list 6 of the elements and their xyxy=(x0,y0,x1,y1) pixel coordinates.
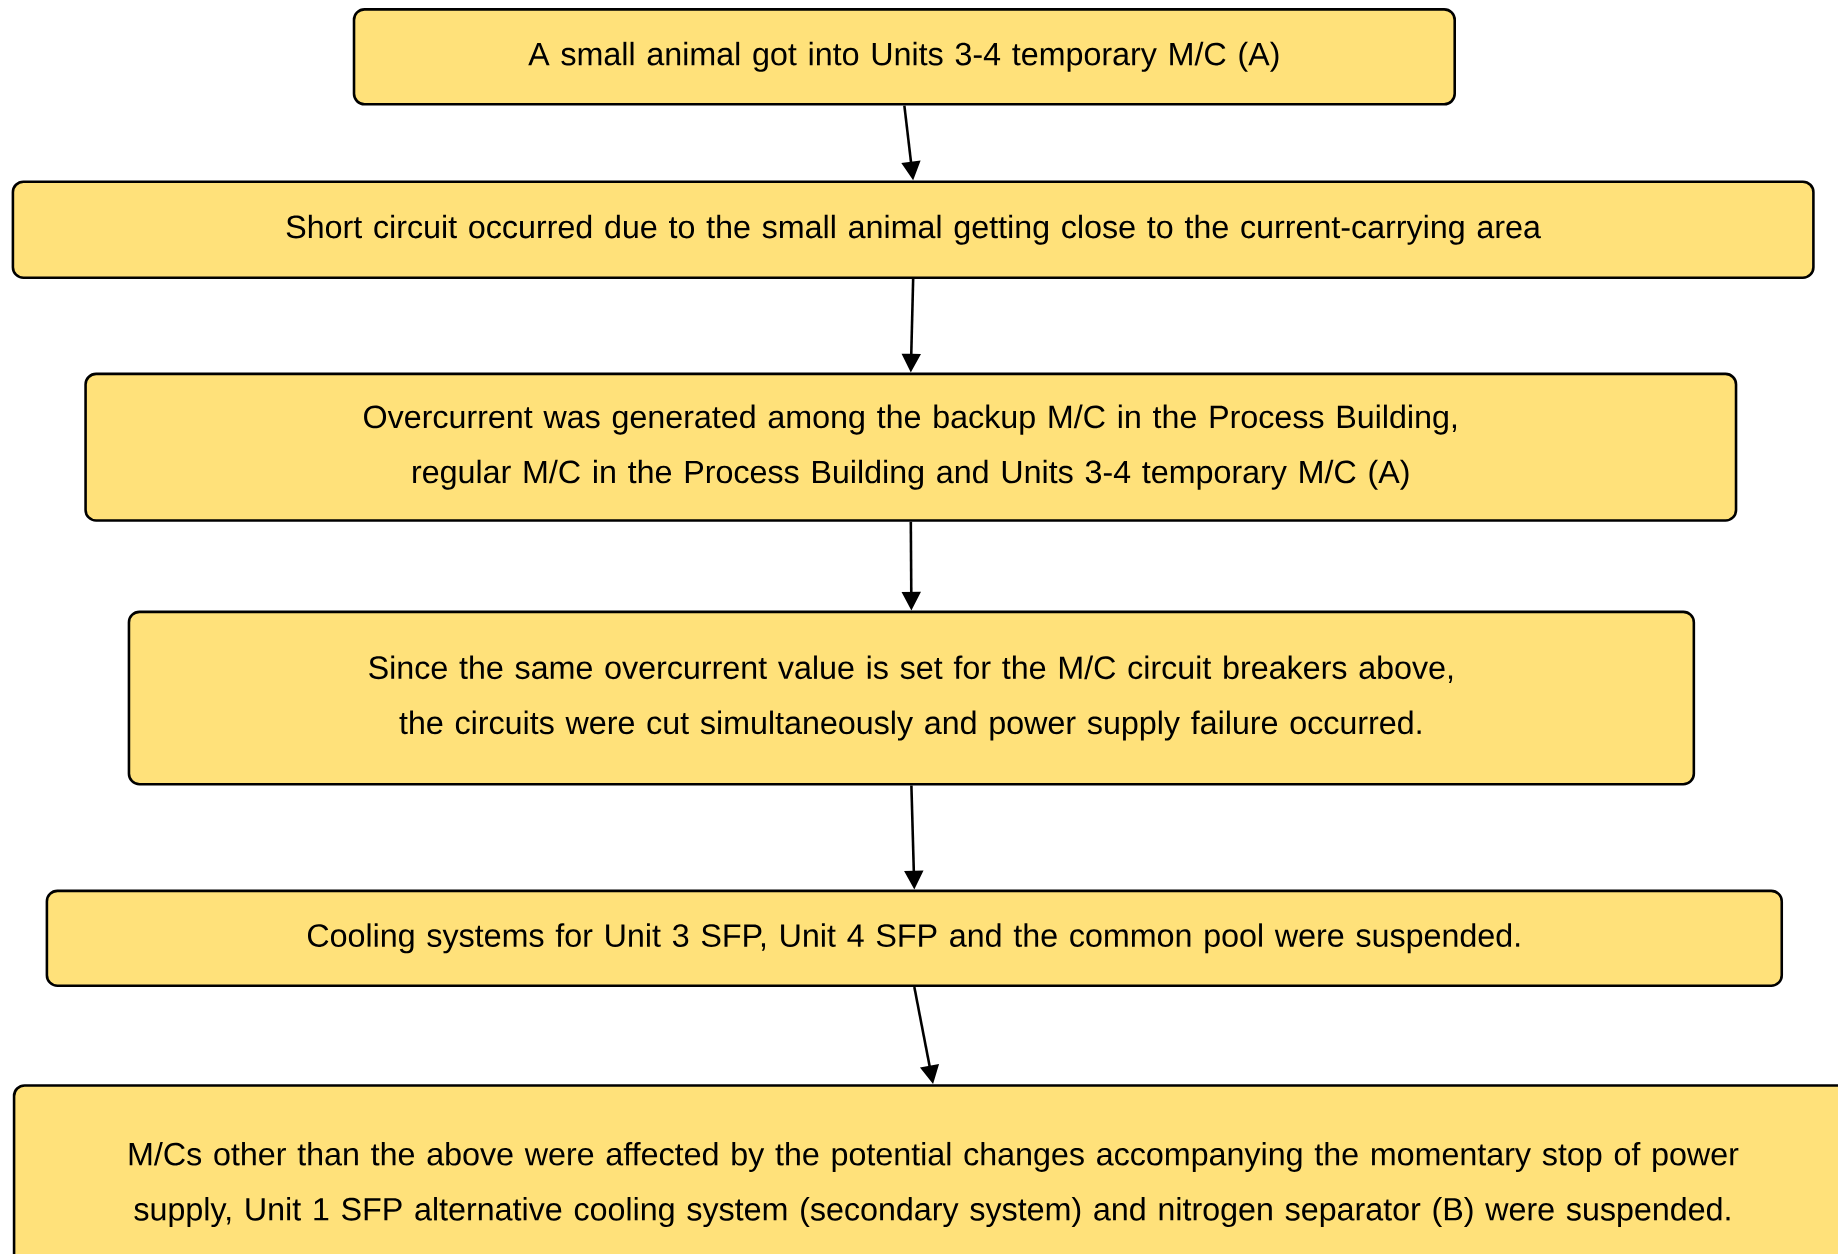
process-box: Cooling systems for Unit 3 SFP, Unit 4 SFP and the common pool were suspended. xyxy=(45,889,1784,987)
process-box: M/Cs other than the above were affected by the potential changes accompanying the momentary stop of power supply, Unit 1 SFP alternative cooling system (secondary system) and nitrogen separator (B) were suspended. xyxy=(12,1084,1838,1254)
process-box: Overcurrent was generated among the backup M/C in the Process Building, regular M/C in the Process Building and Units 3-4 temporary M/C (A) xyxy=(84,372,1738,522)
process-box: Short circuit occurred due to the small animal getting close to the current-carrying area xyxy=(11,180,1815,279)
process-box: A small animal got into Units 3-4 temporary M/C (A) xyxy=(352,7,1456,106)
process-box: Since the same overcurrent value is set for the M/C circuit breakers above, the circuits were cut simultaneously and power supply failure occurred. xyxy=(127,610,1696,786)
